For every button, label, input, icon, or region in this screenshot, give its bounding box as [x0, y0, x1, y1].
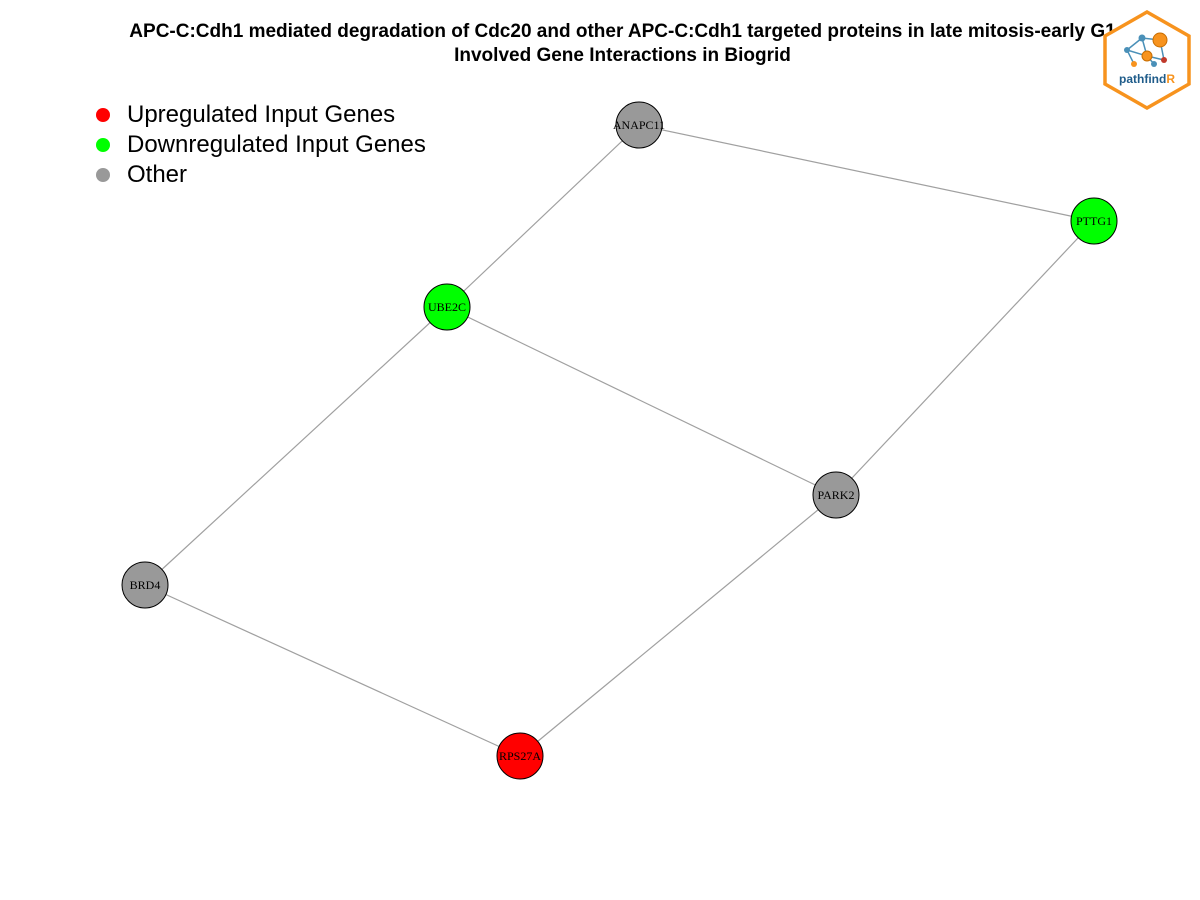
- legend-label-upregulated: Upregulated Input Genes: [127, 101, 396, 128]
- node-pttg1: PTTG1: [1070, 197, 1118, 245]
- node-circle-pttg1: [1070, 197, 1118, 245]
- pathfindr-logo: pathfindR: [1103, 10, 1191, 110]
- node-anapc11: ANAPC11: [613, 101, 665, 149]
- edge-anapc11-ube2c: [446, 124, 640, 308]
- legend-item-downregulated: Downregulated Input Genes: [96, 130, 426, 160]
- node-rps27a: RPS27A: [496, 732, 544, 780]
- legend-label-other: Other: [127, 161, 188, 188]
- node-circle-park2: [812, 471, 860, 519]
- logo-network-nodes: [1124, 32, 1168, 67]
- edge-brd4-rps27a: [144, 584, 521, 757]
- node-circle-anapc11: [615, 101, 663, 149]
- title-line-2: Involved Gene Interactions in Biogrid: [454, 45, 791, 66]
- chart-title: APC-C:Cdh1 mediated degradation of Cdc20…: [0, 20, 1200, 68]
- node-label-brd4: BRD4: [130, 578, 161, 592]
- network-edges: [144, 124, 1095, 757]
- node-label-ube2c: UBE2C: [428, 300, 466, 314]
- edge-park2-rps27a: [519, 494, 837, 757]
- legend-dot-upregulated: [96, 108, 110, 122]
- node-circle-brd4: [121, 561, 169, 609]
- logo-text-accent: R: [1166, 72, 1175, 86]
- legend-dot-other: [96, 168, 110, 182]
- node-circle-ube2c: [423, 283, 471, 331]
- legend-dot-downregulated: [96, 138, 110, 152]
- node-brd4: BRD4: [121, 561, 169, 609]
- edge-anapc11-pttg1: [638, 124, 1095, 222]
- node-park2: PARK2: [812, 471, 860, 519]
- logo-text-main: pathfind: [1119, 72, 1166, 86]
- edge-ube2c-park2: [446, 306, 837, 496]
- node-label-rps27a: RPS27A: [499, 749, 541, 763]
- node-label-park2: PARK2: [818, 488, 855, 502]
- node-label-pttg1: PTTG1: [1076, 214, 1112, 228]
- legend: Upregulated Input Genes Downregulated In…: [96, 100, 426, 190]
- title-line-1: APC-C:Cdh1 mediated degradation of Cdc20…: [129, 21, 1116, 42]
- logo-text: pathfindR: [1119, 72, 1175, 86]
- edge-pttg1-park2: [835, 220, 1095, 496]
- legend-label-downregulated: Downregulated Input Genes: [127, 131, 426, 158]
- node-ube2c: UBE2C: [423, 283, 471, 331]
- legend-item-other: Other: [96, 160, 426, 190]
- node-circle-rps27a: [496, 732, 544, 780]
- node-label-anapc11: ANAPC11: [613, 118, 665, 132]
- legend-item-upregulated: Upregulated Input Genes: [96, 100, 426, 130]
- edge-ube2c-brd4: [144, 306, 448, 586]
